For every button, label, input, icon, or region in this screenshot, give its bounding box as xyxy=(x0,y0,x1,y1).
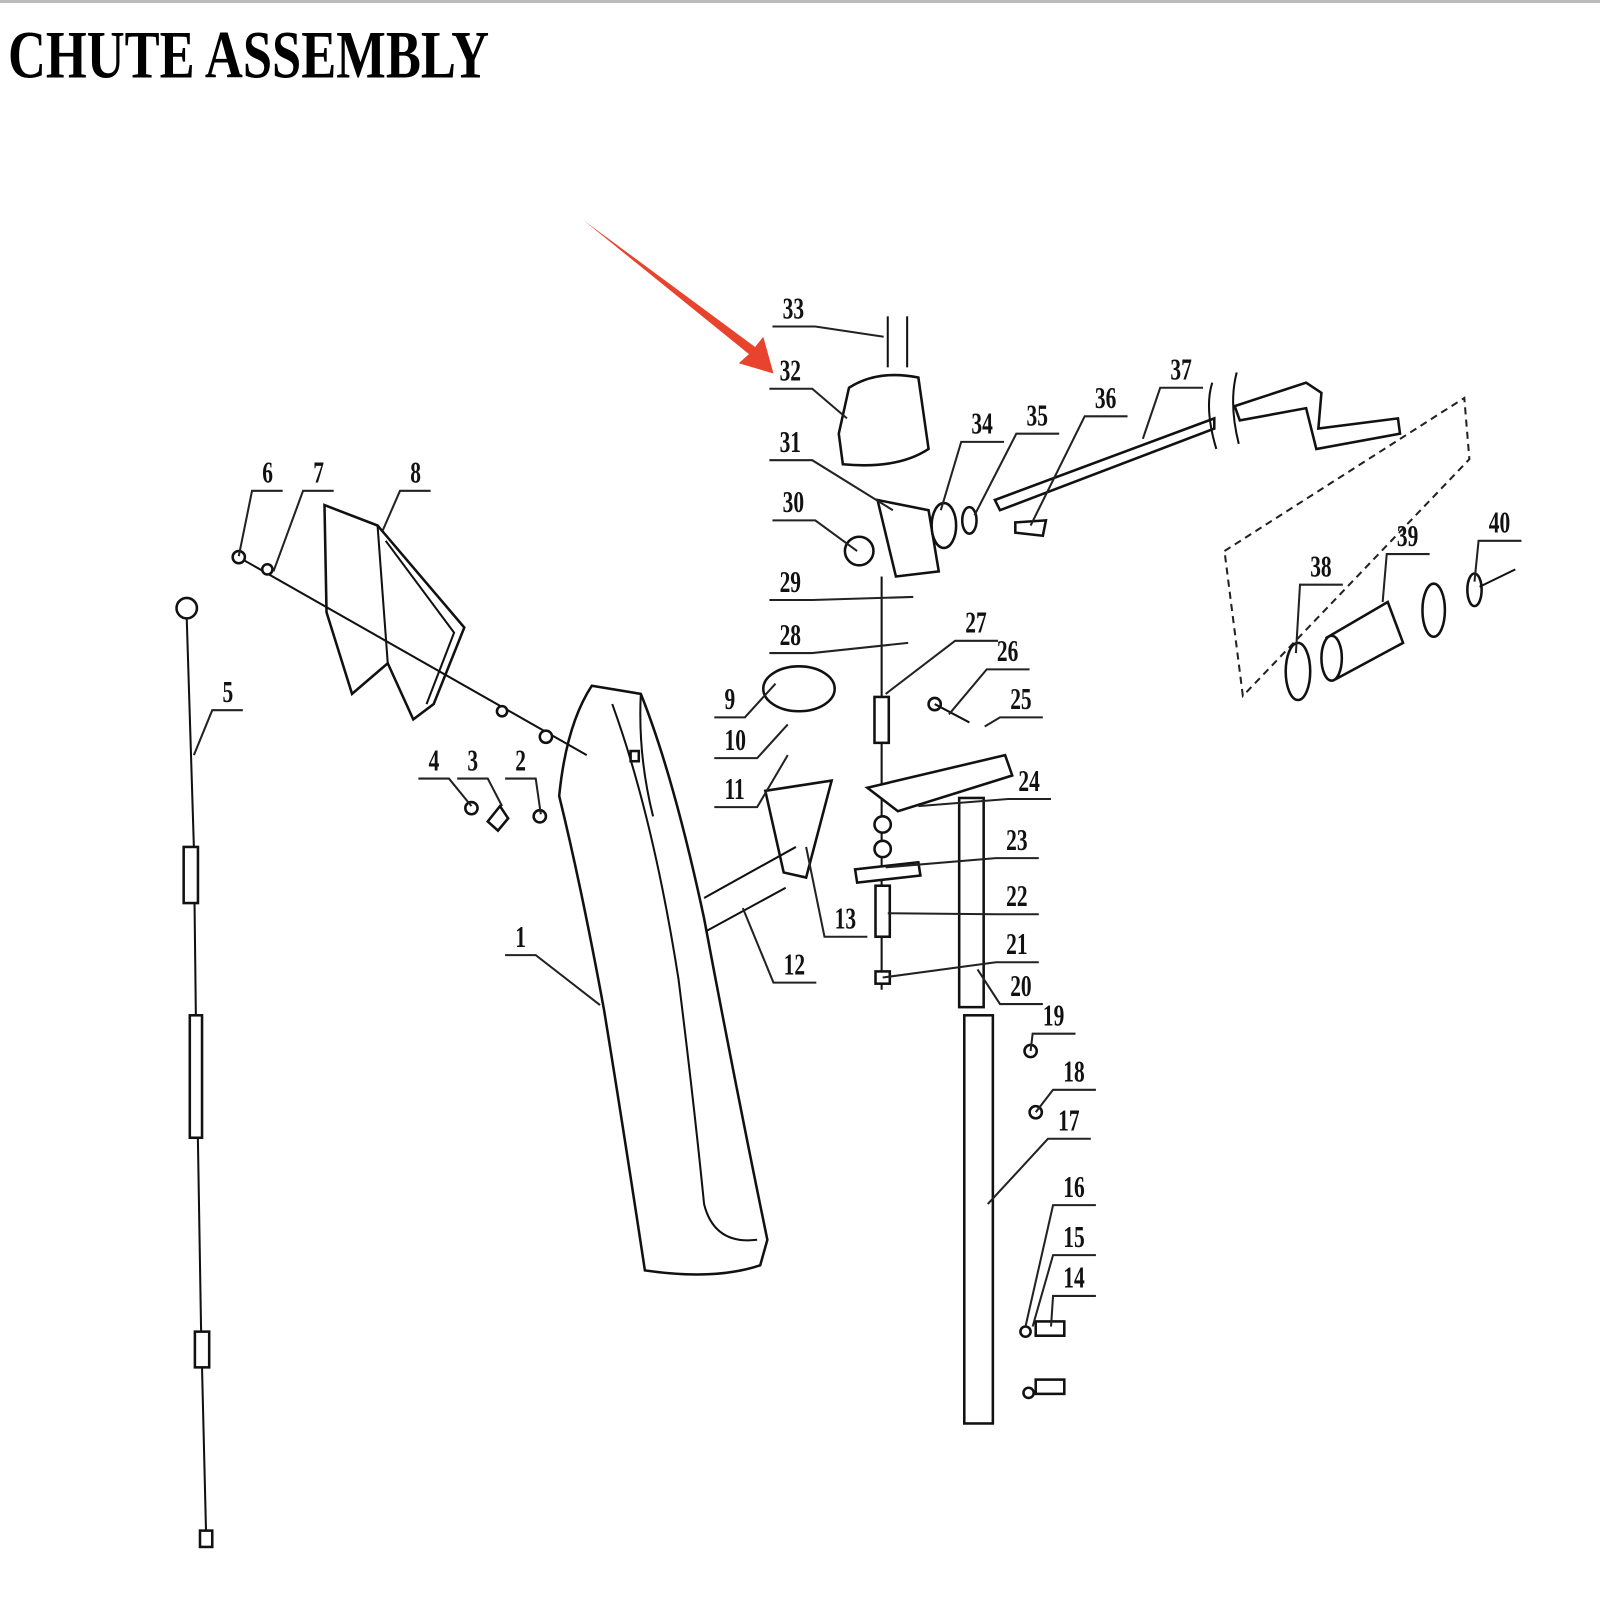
part-label-3: 3 xyxy=(467,743,478,778)
part-label-18: 18 xyxy=(1063,1054,1084,1089)
leader-line-31 xyxy=(769,459,894,512)
part-label-2: 2 xyxy=(515,743,526,778)
part-label-32: 32 xyxy=(780,353,801,388)
leader-line-20 xyxy=(976,968,1043,1006)
part-label-8: 8 xyxy=(410,455,421,490)
leader-line-17 xyxy=(987,1137,1091,1205)
part-label-26: 26 xyxy=(997,633,1018,668)
part-label-36: 36 xyxy=(1095,380,1116,415)
parts-drawing xyxy=(175,316,1516,1549)
chute-deflector xyxy=(323,503,466,722)
part-label-34: 34 xyxy=(971,406,992,441)
leader-line-16 xyxy=(1024,1204,1096,1327)
highlight-arrow xyxy=(583,220,774,374)
leader-line-19 xyxy=(1029,1032,1076,1052)
red-arrow-icon xyxy=(583,220,774,374)
part-label-28: 28 xyxy=(780,617,801,652)
leader-line-1 xyxy=(505,954,601,1006)
leader-line-35 xyxy=(973,432,1060,516)
leader-line-37 xyxy=(1141,386,1204,440)
part-label-29: 29 xyxy=(780,564,801,599)
part-label-27: 27 xyxy=(965,605,986,640)
part-label-37: 37 xyxy=(1170,352,1191,387)
diagram-title: CHUTE ASSEMBLY xyxy=(8,18,489,93)
leader-line-36 xyxy=(1029,415,1128,526)
lower-shaft xyxy=(963,1014,995,1425)
leader-line-15 xyxy=(1031,1254,1096,1327)
part-label-25: 25 xyxy=(1010,681,1031,716)
leader-line-21 xyxy=(882,961,1039,979)
part-label-20: 20 xyxy=(1010,968,1031,1003)
chute-body xyxy=(557,684,769,1276)
part-label-22: 22 xyxy=(1006,878,1027,913)
leader-line-13 xyxy=(805,846,868,938)
part-label-1: 1 xyxy=(515,919,526,954)
part-label-13: 13 xyxy=(835,901,856,936)
part-label-16: 16 xyxy=(1063,1169,1084,1204)
leader-line-40 xyxy=(1473,539,1522,582)
leader-line-8 xyxy=(381,489,431,532)
part-label-12: 12 xyxy=(784,947,805,982)
part-label-38: 38 xyxy=(1310,549,1331,584)
part-label-4: 4 xyxy=(429,743,440,778)
part-label-24: 24 xyxy=(1018,763,1039,798)
leader-line-26 xyxy=(948,668,1030,715)
part-label-11: 11 xyxy=(724,771,744,806)
leader-line-30 xyxy=(772,519,858,552)
part-label-17: 17 xyxy=(1058,1103,1079,1138)
part-label-39: 39 xyxy=(1397,518,1418,553)
leader-line-4 xyxy=(418,777,473,807)
leader-line-29 xyxy=(769,595,914,602)
leader-line-32 xyxy=(769,387,848,420)
leader-line-9 xyxy=(714,682,777,719)
leader-line-38 xyxy=(1294,583,1343,654)
leader-line-33 xyxy=(772,325,884,338)
leader-line-34 xyxy=(939,440,1005,511)
part-label-30: 30 xyxy=(783,484,804,519)
part-label-19: 19 xyxy=(1043,998,1064,1033)
leader-lines xyxy=(192,325,1522,1327)
leader-line-14 xyxy=(1050,1294,1096,1327)
part-label-35: 35 xyxy=(1027,398,1048,433)
leader-line-24 xyxy=(918,797,1052,808)
part-label-5: 5 xyxy=(222,674,233,709)
leader-line-22 xyxy=(887,912,1039,916)
chute-cap xyxy=(837,373,930,467)
leader-line-2 xyxy=(505,777,542,815)
leader-line-27 xyxy=(885,639,998,695)
leader-line-18 xyxy=(1034,1088,1096,1113)
leader-line-3 xyxy=(457,777,503,807)
leader-line-5 xyxy=(192,709,243,756)
part-label-9: 9 xyxy=(724,681,735,716)
part-label-31: 31 xyxy=(780,424,801,459)
leader-line-25 xyxy=(984,716,1043,728)
leader-line-7 xyxy=(272,489,334,572)
leader-line-6 xyxy=(237,489,283,557)
part-label-33: 33 xyxy=(783,291,804,326)
part-label-40: 40 xyxy=(1489,505,1510,540)
part-label-10: 10 xyxy=(724,722,745,757)
part-label-21: 21 xyxy=(1006,926,1027,961)
leader-line-23 xyxy=(885,857,1039,869)
top-border xyxy=(0,0,1600,3)
leader-line-12 xyxy=(741,907,817,984)
leader-line-11 xyxy=(714,754,789,809)
part-label-23: 23 xyxy=(1006,822,1027,857)
leader-line-28 xyxy=(769,641,909,655)
upper-shaft xyxy=(957,796,985,1009)
part-label-15: 15 xyxy=(1063,1219,1084,1254)
part-label-6: 6 xyxy=(262,455,273,490)
leader-line-39 xyxy=(1381,553,1430,603)
leader-line-10 xyxy=(714,723,789,760)
part-label-7: 7 xyxy=(313,455,324,490)
part-label-14: 14 xyxy=(1063,1260,1084,1295)
chute-gear xyxy=(761,665,836,713)
